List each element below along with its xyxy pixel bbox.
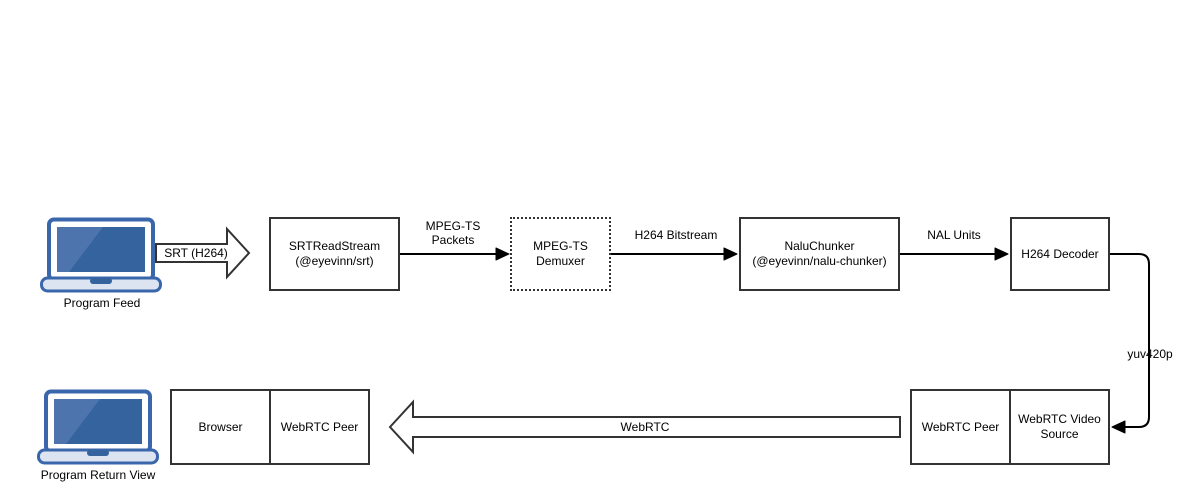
- naluchunker-box: NaluChunker (@eyevinn/nalu-chunker): [739, 217, 900, 291]
- yuv420p-connector: [1110, 253, 1150, 434]
- laptop-return-icon: [37, 389, 159, 465]
- h264-bitstream-label: H264 Bitstream: [634, 228, 718, 242]
- laptop-feed-icon: [40, 217, 162, 293]
- srt-block-arrow: [155, 226, 251, 280]
- webrtc-label: WebRTC: [620, 420, 670, 434]
- mpegts-packets-label: MPEG-TS Packets: [425, 219, 481, 248]
- nal-units-arrow: [900, 247, 1009, 261]
- laptop-screen-glare: [54, 399, 100, 444]
- webrtc-peer-out-box: WebRTC Peer: [921, 419, 1000, 434]
- laptop-notch: [90, 278, 112, 284]
- mpegts-demuxer-box: MPEG-TS Demuxer: [510, 217, 611, 291]
- srtreadstream-box: SRTReadStream (@eyevinn/srt): [269, 217, 400, 291]
- nal-units-label: NAL Units: [927, 228, 981, 242]
- browser-box: Browser: [198, 419, 243, 434]
- laptop-notch: [87, 450, 109, 456]
- program-return-view-caption: Program Return View: [40, 468, 156, 482]
- webrtc-video-source-box: WebRTC Video Source: [1009, 391, 1108, 463]
- laptop-screen-glare: [57, 227, 103, 272]
- program-feed-caption: Program Feed: [63, 296, 141, 310]
- webrtc-peer-in-box: WebRTC Peer: [269, 391, 368, 463]
- browser-group: Browser WebRTC Peer: [170, 389, 370, 465]
- mpegts-packets-arrow: [400, 247, 510, 261]
- webrtc-block-arrow: [388, 399, 901, 455]
- webrtc-sender-group: WebRTC Peer WebRTC Video Source: [910, 389, 1110, 465]
- yuv420p-label: yuv420p: [1127, 347, 1173, 361]
- h264-bitstream-arrow: [611, 247, 738, 261]
- h264-decoder-box: H264 Decoder: [1010, 217, 1110, 291]
- srt-label: SRT (H264): [164, 246, 228, 260]
